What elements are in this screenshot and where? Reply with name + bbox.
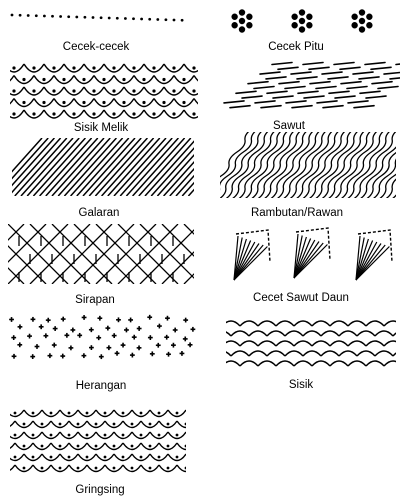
label-galaran: Galaran xyxy=(78,207,120,219)
label-gringsing: Gringsing xyxy=(75,484,125,496)
label-sisik-melik: Sisik Melik xyxy=(73,122,129,134)
pattern-cecet-sawut-daun xyxy=(233,227,393,281)
pattern-sisik xyxy=(226,320,396,367)
label-cecek-cecek: Cecek-cecek xyxy=(62,41,130,53)
pattern-rambutan-rawan xyxy=(220,132,396,198)
label-herangan: Herangan xyxy=(75,380,127,392)
label-sirapan: Sirapan xyxy=(75,294,115,306)
label-sawut: Sawut xyxy=(273,120,305,132)
label-rambutan-rawan: Rambutan/Rawan xyxy=(250,207,344,219)
pattern-galaran xyxy=(12,138,194,196)
pattern-cecek-pitu xyxy=(231,9,373,33)
label-cecet-sawut-daun: Cecet Sawut Daun xyxy=(253,292,349,304)
pattern-herangan xyxy=(9,314,196,360)
pattern-cecek-cecek xyxy=(10,13,184,22)
label-cecek-pitu: Cecek Pitu xyxy=(268,41,324,53)
pattern-sirapan xyxy=(8,224,194,284)
pattern-gringsing xyxy=(10,409,186,473)
pattern-sawut xyxy=(223,61,400,109)
label-sisik: Sisik xyxy=(288,379,314,391)
pattern-sisik-melik xyxy=(10,63,198,119)
